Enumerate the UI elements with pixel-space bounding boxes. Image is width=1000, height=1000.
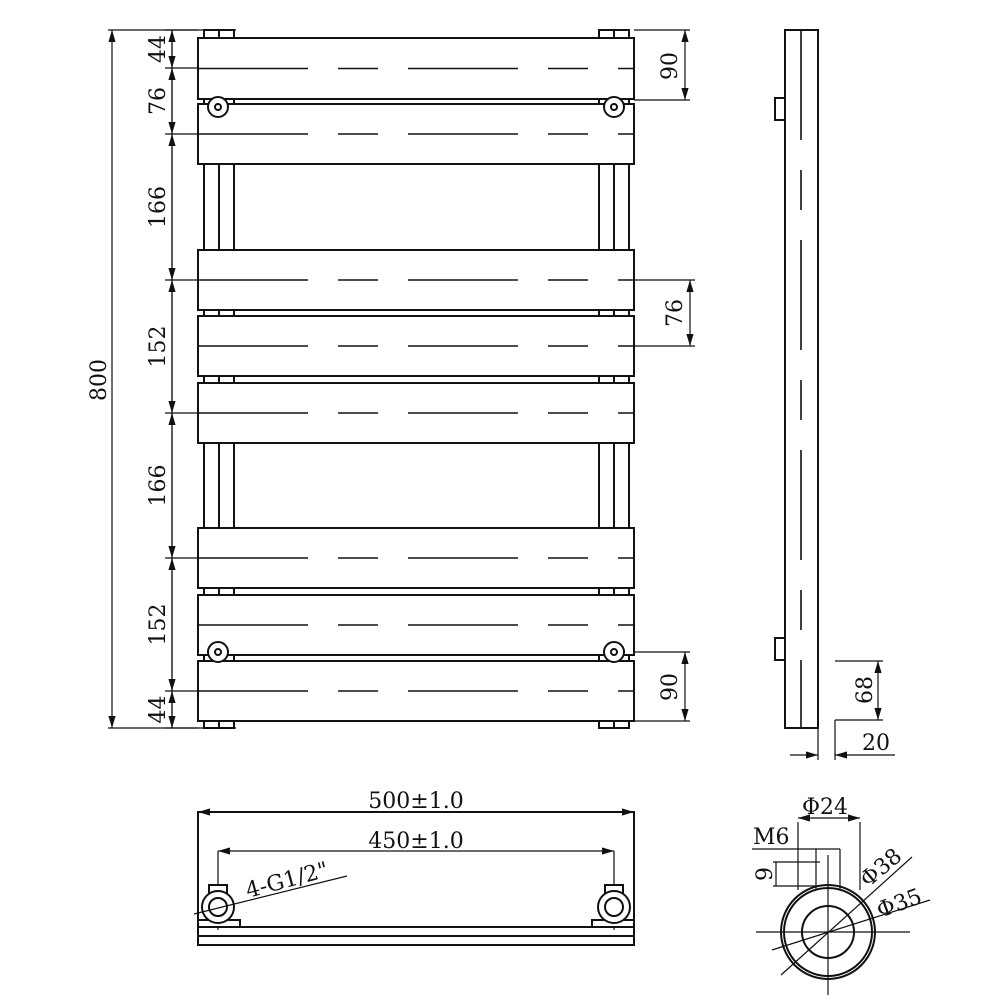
dim-450-label: 450±1.0 [368, 829, 463, 854]
left-dim-label: 44 [146, 696, 171, 724]
left-dim-label: 166 [146, 186, 171, 228]
left-dim-label: 44 [146, 35, 171, 63]
front-view: 800 44 76 166 152 166 152 44 90 76 90 [87, 29, 695, 729]
dim-800-label: 800 [87, 359, 112, 401]
dim-20-label: 20 [862, 731, 890, 756]
thread-label: M6 [753, 825, 790, 850]
dim-right-bottom: 90 [658, 673, 683, 701]
left-dimension-chain: 44 76 166 152 166 152 44 [146, 29, 198, 729]
valve-icons-bottom [197, 884, 635, 928]
dim-9-label: 9 [753, 867, 778, 881]
left-dim-label: 166 [146, 465, 171, 507]
right-dimensions: 90 76 90 [634, 29, 695, 722]
connection-label: 4-G1/2" [243, 858, 331, 904]
dim-68-label: 68 [853, 676, 878, 704]
dim-d24-label: Φ24 [802, 795, 848, 820]
dimension-800: 800 [87, 29, 236, 729]
dimension-68: 68 [835, 660, 883, 721]
pipe-detail: Φ24 M6 9 Φ38 Φ35 [752, 795, 931, 995]
bottom-view: 500±1.0 450±1.0 4-G1/2" [193, 789, 635, 946]
dim-right-top: 90 [658, 52, 683, 80]
left-dim-label: 152 [146, 604, 171, 646]
dim-right-middle: 76 [663, 299, 688, 327]
dim-d35-label: Φ35 [874, 884, 926, 923]
side-view: 68 20 [774, 29, 895, 760]
panels [197, 37, 635, 722]
left-dim-label: 152 [146, 326, 171, 368]
left-dim-label: 76 [146, 87, 171, 115]
valve-icons [207, 96, 625, 663]
dimension-20: 20 [790, 720, 895, 760]
dim-500-label: 500±1.0 [368, 789, 463, 814]
